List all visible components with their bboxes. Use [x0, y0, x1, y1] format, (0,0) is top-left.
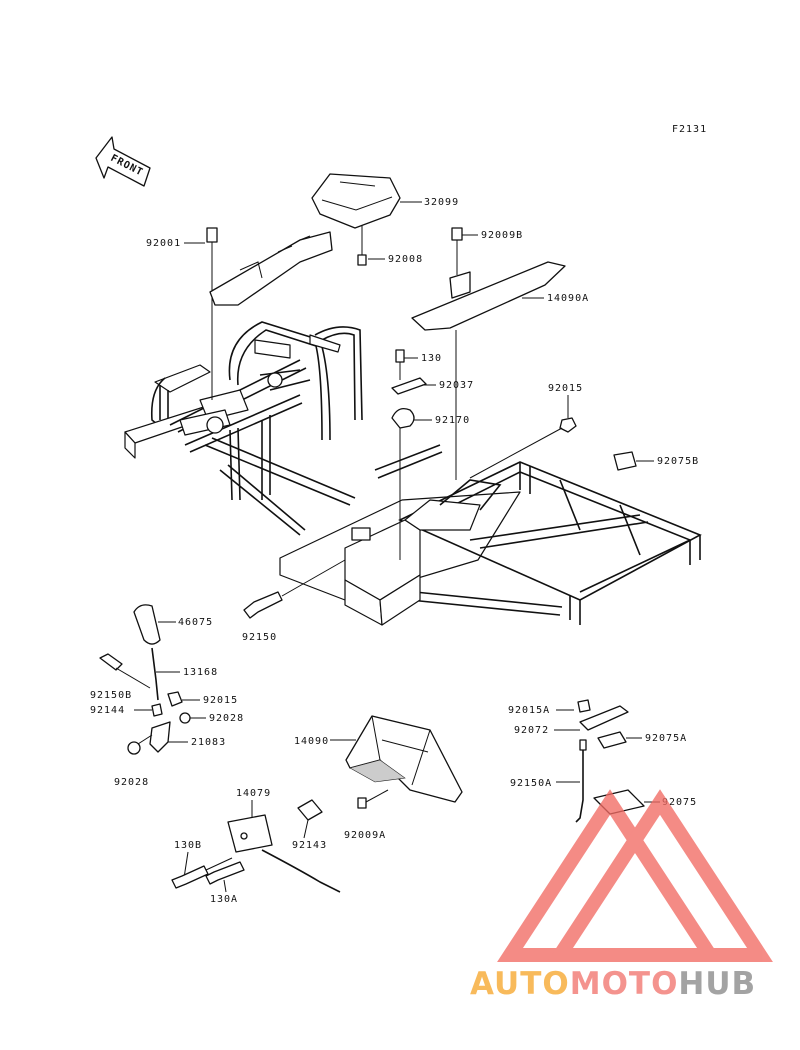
part-92150: 92150	[242, 559, 346, 643]
part-92144: 92144	[90, 703, 163, 717]
label-14079: 14079	[236, 788, 271, 799]
part-92170: 92170	[391, 407, 470, 560]
part-92028-a: 92028	[179, 712, 244, 724]
part-21083: 21083	[149, 721, 226, 753]
part-130: 130	[395, 349, 442, 380]
part-92150b: 92150B	[90, 653, 151, 701]
label-130b: 130B	[174, 840, 202, 851]
part-13168: 13168	[151, 647, 218, 701]
label-92150: 92150	[242, 632, 277, 643]
part-92028-b: 92028	[114, 734, 153, 788]
label-92144: 92144	[90, 705, 125, 716]
label-92015-mid: 92015	[203, 695, 238, 706]
part-92150a: 92150A	[510, 739, 587, 823]
label-92075: 92075	[662, 797, 697, 808]
frame-assembly	[124, 321, 702, 626]
label-130: 130	[421, 353, 442, 364]
part-92143: 92143	[292, 799, 327, 851]
label-32099: 32099	[424, 197, 459, 208]
label-46075: 46075	[178, 617, 213, 628]
label-130a: 130A	[210, 894, 238, 905]
part-14090: 14090	[294, 715, 463, 803]
part-92072: 92072	[514, 705, 629, 736]
label-92009a: 92009A	[344, 830, 386, 841]
label-13168: 13168	[183, 667, 218, 678]
label-21083: 21083	[191, 737, 226, 748]
label-92072: 92072	[514, 725, 549, 736]
part-130b: 130B	[171, 840, 233, 889]
label-14090a: 14090A	[547, 293, 589, 304]
part-46075: 46075	[133, 604, 213, 645]
part-92009b: 92009B	[451, 227, 523, 275]
diagram-code: F2131	[672, 124, 707, 135]
label-92170: 92170	[435, 415, 470, 426]
label-92150b: 92150B	[90, 690, 132, 701]
part-32099: 32099	[311, 173, 459, 229]
part-14090a: 14090A	[411, 261, 589, 480]
label-14090: 14090	[294, 736, 329, 747]
watermark-text: AUTOMOTOHUB	[470, 966, 756, 1002]
label-92001: 92001	[146, 238, 181, 249]
part-92015a: 92015A	[508, 699, 591, 716]
part-92009a: 92009A	[344, 789, 389, 841]
label-92037: 92037	[439, 380, 474, 391]
part-92037: 92037	[391, 377, 474, 395]
label-92028-a: 92028	[209, 713, 244, 724]
part-92001: 92001	[146, 227, 333, 400]
part-92008: 92008	[357, 225, 423, 266]
label-92075a: 92075A	[645, 733, 687, 744]
part-130a: 130A	[205, 861, 245, 905]
label-92028-b: 92028	[114, 777, 149, 788]
label-92009b: 92009B	[481, 230, 523, 241]
label-92150a: 92150A	[510, 778, 552, 789]
label-92075b: 92075B	[657, 456, 699, 467]
label-92008: 92008	[388, 254, 423, 265]
watermark-triangle-icon	[497, 789, 773, 962]
watermark-logo: AUTOMOTOHUB	[470, 789, 773, 1002]
part-92015-top: 92015	[469, 383, 583, 479]
part-14079: 14079	[227, 788, 341, 893]
label-92015a: 92015A	[508, 705, 550, 716]
part-92015-mid: 92015	[167, 691, 238, 707]
front-arrow-icon: FRONT	[95, 136, 151, 187]
part-92075b: 92075B	[613, 451, 699, 471]
label-92015-top: 92015	[548, 383, 583, 394]
part-92075a: 92075A	[597, 731, 687, 749]
label-92143: 92143	[292, 840, 327, 851]
